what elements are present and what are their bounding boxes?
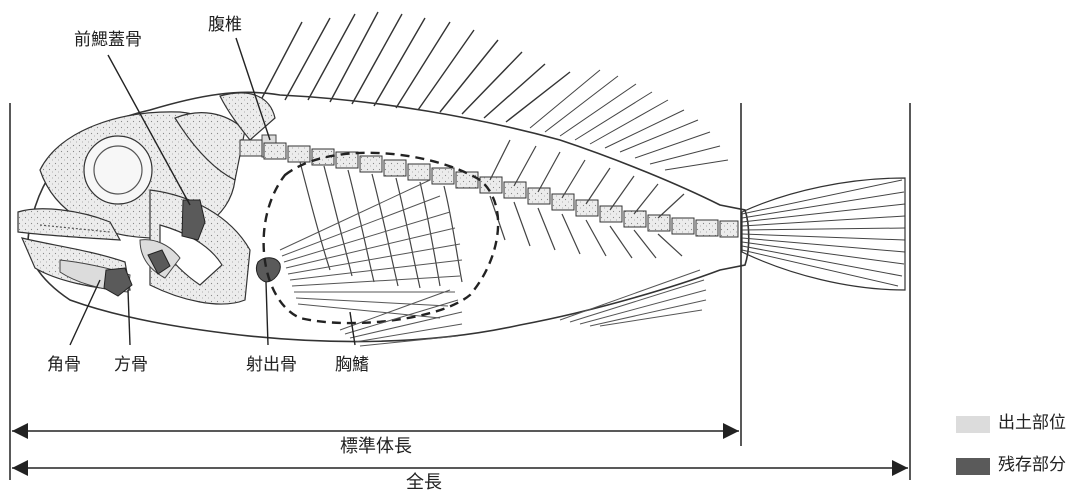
label-pectoral-fin: 胸鰭 bbox=[335, 357, 369, 374]
legend-label-remaining: 残存部分 bbox=[998, 457, 1066, 474]
label-quadrate: 方骨 bbox=[114, 357, 148, 374]
soft-dorsal-rays bbox=[530, 70, 728, 170]
label-standard-length: 標準体長 bbox=[340, 438, 412, 456]
pelvic-fin bbox=[340, 290, 462, 346]
label-angular: 角骨 bbox=[47, 357, 81, 374]
label-total-length: 全長 bbox=[406, 474, 442, 492]
pectoral-fin-rays bbox=[280, 180, 462, 318]
label-abdominal-vertebra: 腹椎 bbox=[208, 17, 242, 34]
label-preopercle: 前鰓蓋骨 bbox=[74, 32, 142, 49]
dorsal-fin-spines bbox=[262, 12, 570, 122]
legend-swatch-excavated bbox=[956, 416, 990, 433]
caudal-fin bbox=[742, 180, 905, 286]
neural-haemal-spines bbox=[490, 140, 684, 258]
caudal-fin-outline bbox=[742, 178, 905, 290]
label-radial: 射出骨 bbox=[246, 357, 297, 374]
legend-swatch-remaining bbox=[956, 458, 990, 475]
legend-label-excavated: 出土部位 bbox=[998, 415, 1066, 432]
